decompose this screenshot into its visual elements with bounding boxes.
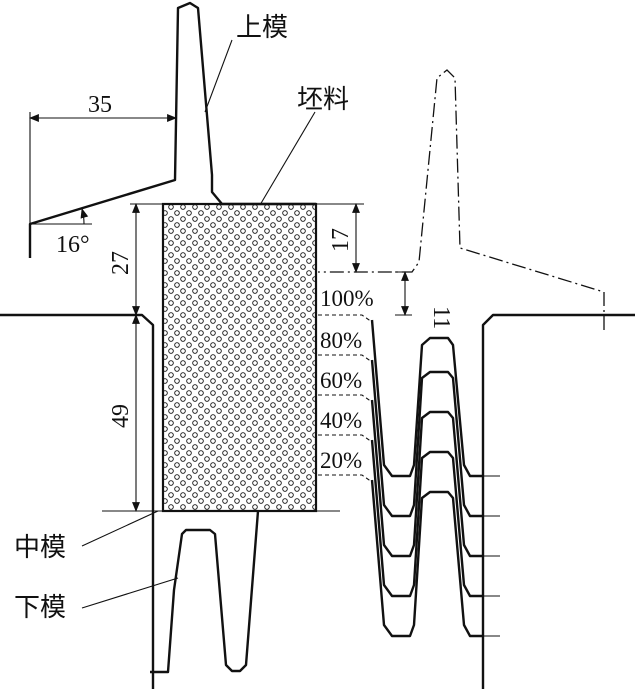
- stage-label-100: 100%: [320, 286, 374, 311]
- upper-die-label: 上模: [236, 13, 288, 43]
- dim-11-text: 11: [428, 306, 454, 329]
- dimension-27: [130, 203, 163, 316]
- upper-die-final-position: [318, 69, 605, 330]
- upper-die: [28, 1, 316, 258]
- dim-49-text: 49: [108, 404, 134, 428]
- stage-label-40: 40%: [320, 408, 362, 433]
- dimension-17: [316, 203, 364, 273]
- dim-27-text: 27: [108, 251, 134, 275]
- dim-35-text: 35: [88, 92, 112, 118]
- stage-label-60: 60%: [320, 368, 362, 393]
- blank-material: [161, 202, 318, 513]
- stage-level-lines: [318, 314, 373, 483]
- dim-16-text: 16°: [56, 232, 90, 258]
- dim-17-text: 17: [328, 228, 354, 252]
- middle-die-label: 中模: [14, 533, 66, 563]
- stage-label-20: 20%: [320, 448, 362, 473]
- lower-die-label: 下模: [14, 593, 66, 623]
- dimension-11: [395, 271, 412, 316]
- lower-die: [150, 510, 260, 674]
- middle-die: [0, 313, 635, 689]
- stage-label-80: 80%: [320, 328, 362, 353]
- leader-lines: [81, 39, 316, 609]
- dimension-35: [29, 112, 177, 224]
- dimension-16deg: [30, 208, 92, 225]
- blank-label: 坯料: [297, 85, 349, 115]
- lower-die-stage-profiles: [370, 319, 500, 638]
